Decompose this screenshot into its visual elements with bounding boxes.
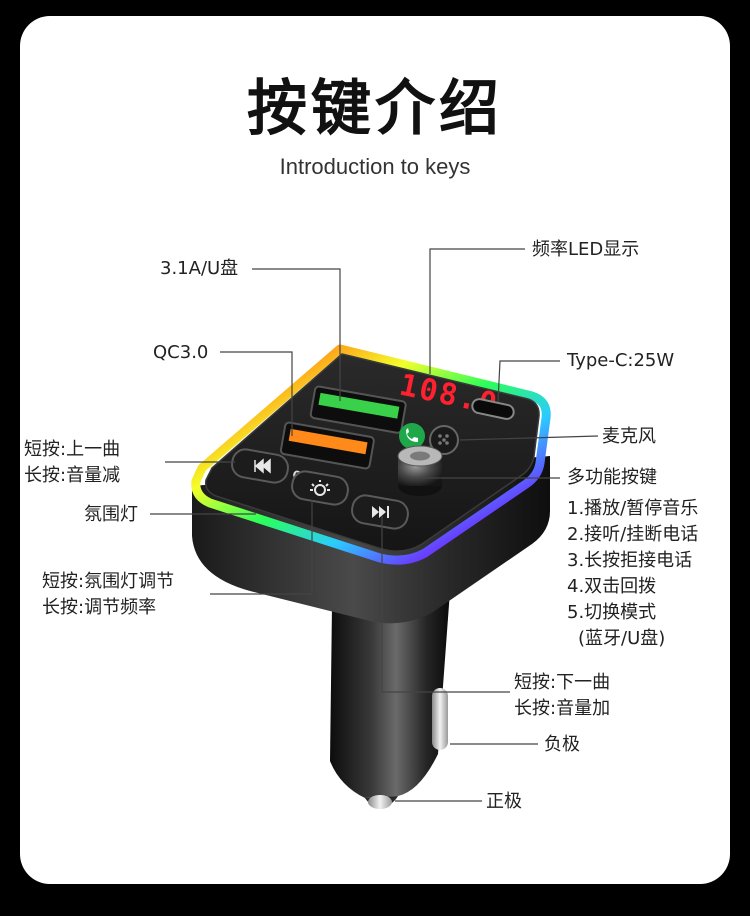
label-multi-item: 5.切换模式 [567,602,657,623]
label-display: 频率LED显示 [532,239,640,260]
next-button[interactable] [350,493,410,530]
label-prev-long: 长按:音量减 [24,465,121,486]
ambient-light-ring [191,344,551,565]
qc-port[interactable] [288,428,368,455]
label-multi-item: 3.长按拒接电话 [567,550,693,571]
typec-port[interactable] [471,398,515,420]
label-multi-item: (蓝牙/U盘) [578,628,666,649]
label-next-long: 长按:音量加 [514,698,611,719]
label-negative: 负极 [544,734,580,755]
positive-tip [368,795,392,809]
usb-a-port[interactable] [318,392,400,419]
page-title: 按键介绍 [247,74,503,144]
label-usb-a: 3.1A/U盘 [160,258,239,279]
label-multi-item: 2.接听/挂断电话 [567,524,699,545]
label-typec: Type-C:25W [567,350,675,371]
label-multi-item: 4.双击回拨 [567,576,657,597]
label-mic: 麦克风 [602,426,656,447]
label-next-short: 短按:下一曲 [514,672,611,693]
negative-spring [432,688,448,750]
label-ambient: 氛围灯 [84,504,138,525]
label-prev-short: 短按:上一曲 [24,439,121,460]
label-positive: 正极 [486,791,522,812]
leader-lines [150,248,599,802]
label-multi-title: 多功能按键 [567,467,657,488]
label-multi-item: 1.播放/暂停音乐 [567,498,699,519]
label-qc: QC3.0 [153,342,209,363]
infographic-card: 按键介绍 Introduction to keys [20,16,730,884]
light-button[interactable] [290,469,350,506]
label-light-long: 长按:调节频率 [42,597,157,618]
prev-button[interactable] [230,447,290,484]
label-light-short: 短按:氛围灯调节 [42,571,175,592]
car-charger-diagram: 108.0 ⚡♫ QC3.0 [150,248,599,809]
page-subtitle: Introduction to keys [279,154,471,179]
phone-icon [399,423,425,449]
